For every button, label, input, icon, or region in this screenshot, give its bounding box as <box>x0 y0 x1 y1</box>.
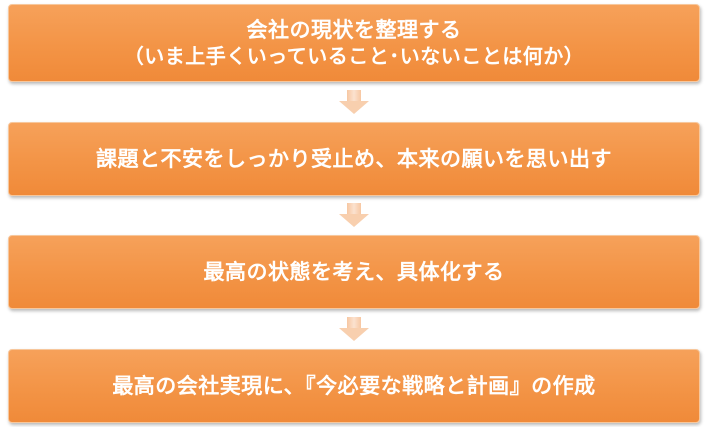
flow-step-1-title: 会社の現状を整理する <box>246 18 462 42</box>
flow-step-4-title: 最高の会社実現に、『今必要な戦略と計画』の作成 <box>112 373 596 398</box>
flow-step-4: 最高の会社実現に、『今必要な戦略と計画』の作成 <box>8 349 700 423</box>
flow-step-1-subtitle: （いま上手くいっていること･いないことは何か） <box>123 44 585 68</box>
flow-step-2-title: 課題と不安をしっかり受止め、本来の願いを思い出す <box>96 146 612 171</box>
flow-step-3: 最高の状態を考え、具体化する <box>8 235 700 309</box>
flow-step-1: 会社の現状を整理する （いま上手くいっていること･いないことは何か） <box>8 4 700 82</box>
flow-step-3-title: 最高の状態を考え、具体化する <box>203 259 505 284</box>
flow-step-2: 課題と不安をしっかり受止め、本来の願いを思い出す <box>8 122 700 196</box>
